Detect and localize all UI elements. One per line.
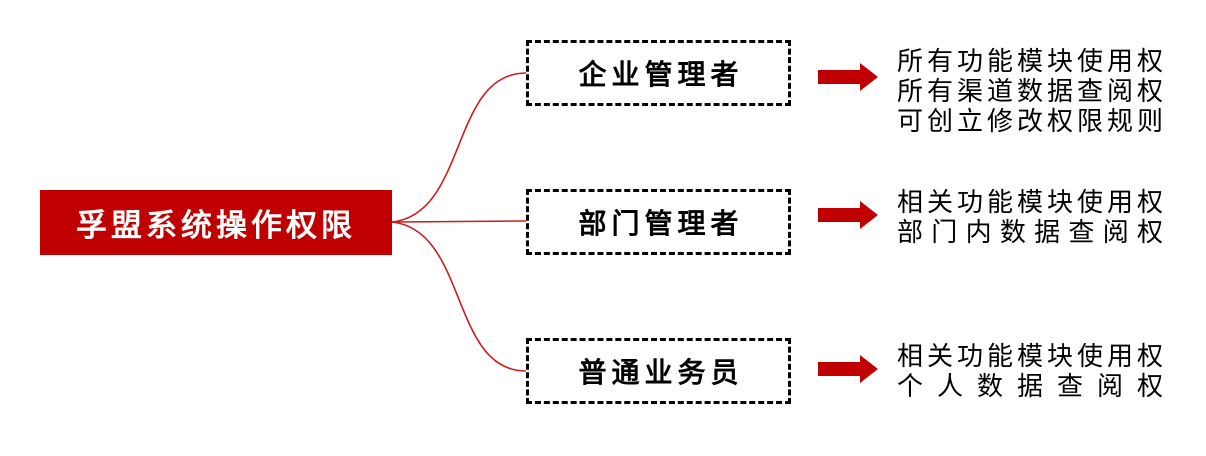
root-permission-label: 孚盟系统操作权限	[76, 208, 356, 243]
connector-bottom	[391, 221, 527, 372]
role-box-enterprise-manager: 企业管理者	[526, 40, 791, 106]
permission-line: 部门内数据查阅权	[897, 217, 1163, 247]
role-label: 普通业务员	[578, 357, 744, 388]
connector-top	[391, 72, 527, 223]
permission-line: 个人数据查阅权	[897, 371, 1163, 401]
permission-line: 相关功能模块使用权	[897, 341, 1163, 371]
role-box-ordinary-salesperson: 普通业务员	[526, 338, 791, 404]
arrow-right-icon	[818, 62, 878, 92]
permission-list-enterprise-manager: 所有功能模块使用权 所有渠道数据查阅权 可创立修改权限规则	[897, 46, 1163, 136]
role-label: 企业管理者	[578, 59, 744, 90]
arrow-right-icon	[818, 200, 878, 230]
permission-line: 相关功能模块使用权	[897, 187, 1163, 217]
role-label: 部门管理者	[578, 208, 744, 239]
arrow-right-icon	[818, 354, 878, 384]
permission-line: 所有渠道数据查阅权	[897, 76, 1163, 106]
permission-list-department-manager: 相关功能模块使用权 部门内数据查阅权	[897, 187, 1163, 247]
role-box-department-manager: 部门管理者	[526, 189, 791, 255]
connector-middle	[391, 220, 527, 223]
permission-list-ordinary-salesperson: 相关功能模块使用权 个人数据查阅权	[897, 341, 1163, 401]
permission-line: 所有功能模块使用权	[897, 46, 1163, 76]
permission-line: 可创立修改权限规则	[897, 106, 1163, 136]
root-permission-box: 孚盟系统操作权限	[40, 190, 392, 255]
